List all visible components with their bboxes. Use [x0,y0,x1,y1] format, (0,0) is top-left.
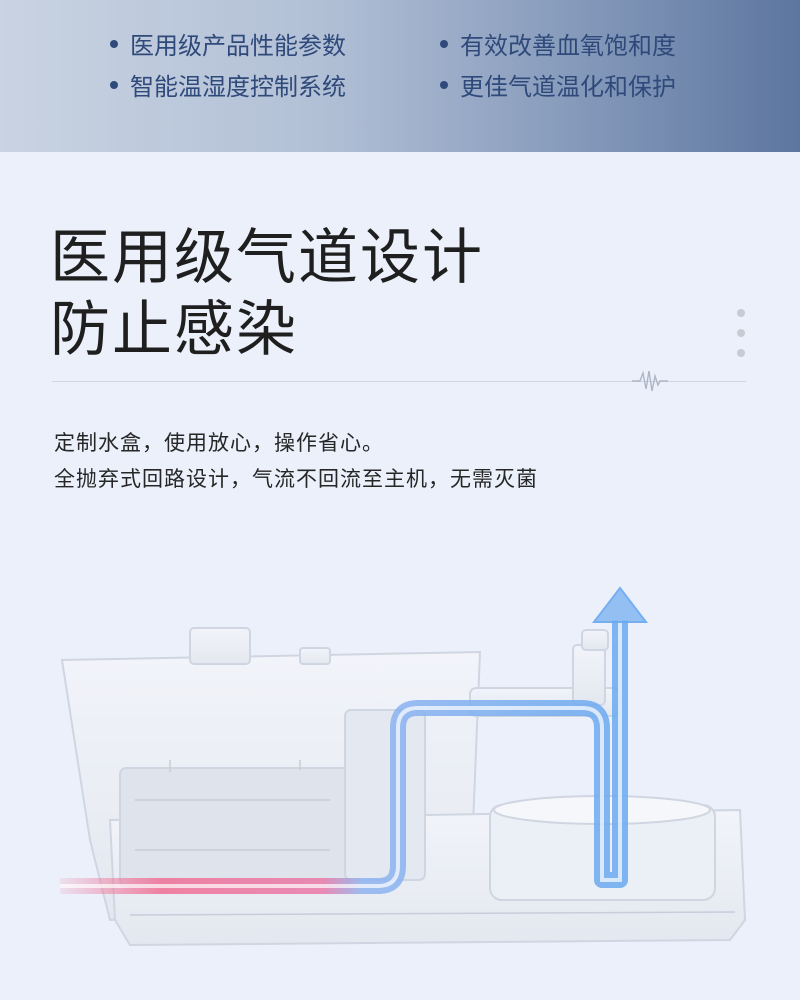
headline-line-2: 防止感染 [50,295,298,365]
headline-line-1: 医用级气道设计 [50,223,484,293]
feature-text: 更佳气道温化和保护 [460,73,676,101]
airflow-arrow-icon [591,586,649,623]
feature-item-2: 有效改善血氧饱和度 [440,26,676,61]
feature-item-4: 更佳气道温化和保护 [440,67,676,102]
description-line-2: 全抛弃式回路设计，气流不回流至主机，无需灭菌 [54,467,538,491]
feature-banner [0,0,800,152]
feature-text: 医用级产品性能参数 [130,32,346,60]
description-line-1: 定制水盒，使用放心，操作省心。 [54,431,384,455]
bullet-dot-icon [110,39,118,48]
section-divider [52,381,746,382]
bullet-dot-icon [440,80,448,89]
feature-text: 智能温湿度控制系统 [130,73,346,101]
device-body [60,627,747,947]
feature-item-3: 智能温湿度控制系统 [110,67,346,102]
feature-text: 有效改善血氧饱和度 [460,32,676,60]
humidifier-airflow-illustration [60,586,747,947]
waveform-icon [632,370,668,392]
feature-item-1: 医用级产品性能参数 [110,26,346,61]
bullet-dot-icon [110,80,118,89]
device-detail-lines [129,760,736,916]
more-dots-icon[interactable] [737,309,747,369]
bullet-dot-icon [440,39,448,48]
